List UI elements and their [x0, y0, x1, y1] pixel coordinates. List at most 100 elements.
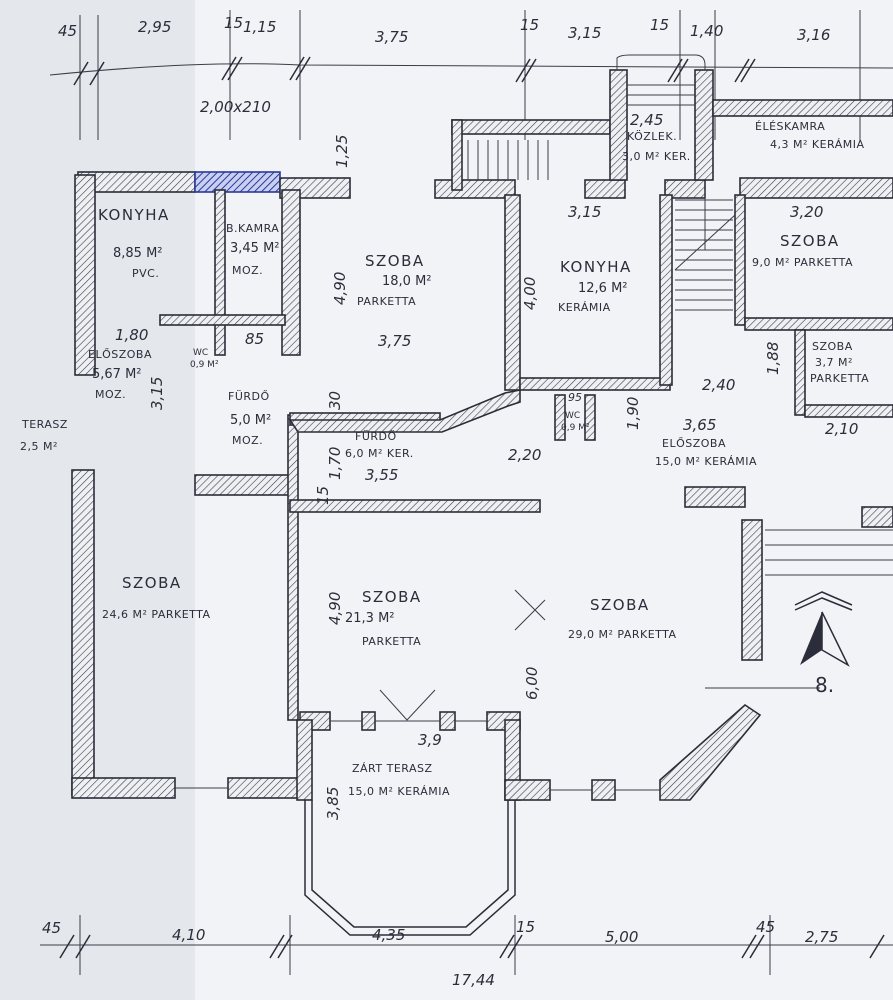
dimension-label: 4,35 [372, 926, 405, 944]
svg-text:2,20: 2,20 [508, 446, 541, 464]
dimension-label: 15 [520, 16, 539, 34]
svg-text:SZOBA: SZOBA [590, 596, 650, 614]
room-konyha-1: KONYHA 8,85 M² PVC. [98, 206, 168, 280]
svg-text:3,9: 3,9 [418, 731, 442, 749]
bottom-dimension-line [40, 915, 893, 975]
room-eloszoba-15: ELŐSZOBA 15,0 M² KERÁMIA [655, 436, 757, 468]
svg-text:9,0 M² PARKETTA: 9,0 M² PARKETTA [752, 256, 853, 269]
room-konyha-2: KONYHA 12,6 M² KERÁMIA [558, 258, 632, 314]
svg-text:15: 15 [314, 486, 332, 505]
svg-text:1,70: 1,70 [326, 447, 344, 480]
room-eleskamra: ÉLÉSKAMRA 4,3 M² KERÁMIA [755, 120, 865, 151]
dimension-label: 45 [756, 918, 775, 936]
svg-text:1,90: 1,90 [624, 397, 642, 430]
svg-text:4,3 M² KERÁMIA: 4,3 M² KERÁMIA [770, 138, 865, 151]
dimension-label: 3,15 [568, 24, 601, 42]
svg-text:0,9 M²: 0,9 M² [561, 423, 590, 433]
paper-fold-left [0, 0, 195, 1000]
room-zart-terasz: ZÁRT TERASZ 15,0 M² KERÁMIA [348, 762, 450, 798]
room-furdo-5: FÜRDŐ 5,0 M² MOZ. [228, 389, 271, 447]
svg-text:8,85 M²: 8,85 M² [113, 246, 163, 261]
svg-text:3,85: 3,85 [324, 787, 342, 820]
svg-text:SZOBA: SZOBA [365, 252, 425, 270]
svg-text:WC: WC [193, 348, 208, 358]
svg-text:ZÁRT TERASZ: ZÁRT TERASZ [352, 762, 433, 775]
svg-text:95: 95 [568, 391, 582, 404]
room-eloszoba-5-67: ELŐSZOBA 5,67 M² MOZ. [88, 347, 152, 401]
dimension-label: 4,10 [172, 926, 205, 944]
room-wc-1: WC 0,9 M² [190, 348, 219, 370]
svg-text:3,7 M²: 3,7 M² [815, 356, 853, 369]
svg-text:FÜRDŐ: FÜRDŐ [228, 389, 270, 403]
svg-text:3,15: 3,15 [148, 377, 166, 410]
dimension-label: 3,75 [375, 28, 408, 46]
door-opening-highlight [194, 171, 281, 193]
walls [71, 69, 893, 801]
svg-text:2,40: 2,40 [702, 376, 735, 394]
svg-text:0,9 M²: 0,9 M² [190, 360, 219, 370]
top-dimension-line [49, 10, 893, 140]
svg-text:ELŐSZOBA: ELŐSZOBA [662, 436, 726, 450]
staircase [467, 54, 893, 576]
svg-text:4,90: 4,90 [326, 592, 344, 625]
svg-text:ELŐSZOBA: ELŐSZOBA [88, 347, 152, 361]
svg-text:3,65: 3,65 [683, 416, 716, 434]
svg-text:PVC.: PVC. [132, 267, 159, 280]
svg-text:KONYHA: KONYHA [560, 258, 632, 276]
dimension-label: 3,16 [797, 26, 830, 44]
svg-text:SZOBA: SZOBA [780, 232, 840, 250]
svg-text:MOZ.: MOZ. [232, 434, 263, 447]
svg-text:SZOBA: SZOBA [362, 588, 422, 606]
svg-text:6,0 M² KER.: 6,0 M² KER. [345, 447, 414, 460]
svg-text:1,80: 1,80 [115, 326, 148, 344]
room-szoba-9: SZOBA 9,0 M² PARKETTA [752, 232, 853, 269]
svg-text:4,90: 4,90 [331, 272, 349, 305]
room-kamra: B.KAMRA 3,45 M² MOZ. [226, 222, 280, 277]
svg-text:5,67 M²: 5,67 M² [92, 367, 142, 382]
room-szoba-18: SZOBA 18,0 M² PARKETTA [357, 252, 432, 308]
svg-text:18,0 M²: 18,0 M² [382, 274, 432, 289]
svg-text:KERÁMIA: KERÁMIA [558, 301, 611, 314]
svg-text:SZOBA: SZOBA [812, 340, 853, 353]
dimension-label: 45 [42, 919, 61, 937]
svg-text:15,0 M² KERÁMIA: 15,0 M² KERÁMIA [655, 455, 757, 468]
dimension-label: 5,00 [605, 928, 638, 946]
svg-text:TERASZ: TERASZ [21, 418, 68, 431]
svg-text:1,25: 1,25 [333, 135, 351, 168]
svg-text:30: 30 [326, 391, 344, 410]
window-lines [175, 720, 660, 791]
room-furdo-6: FÜRDŐ 6,0 M² KER. [345, 429, 414, 460]
svg-text:WC: WC [565, 411, 580, 421]
svg-text:24,6 M² PARKETTA: 24,6 M² PARKETTA [102, 608, 211, 621]
north-arrow-icon [705, 591, 853, 689]
north-label: 8. [815, 673, 834, 697]
svg-text:4,00: 4,00 [521, 277, 539, 310]
svg-text:PARKETTA: PARKETTA [362, 635, 421, 648]
svg-text:3,75: 3,75 [378, 332, 411, 350]
dimension-label: 45 [58, 22, 77, 40]
dimension-label: 15 [650, 16, 669, 34]
room-wc-2: WC 0,9 M² [561, 411, 590, 433]
svg-text:3,0 M² KER.: 3,0 M² KER. [622, 150, 691, 163]
svg-text:29,0 M² PARKETTA: 29,0 M² PARKETTA [568, 628, 677, 641]
room-szoba-24-6: SZOBA 24,6 M² PARKETTA [102, 574, 211, 621]
dimension-label: 2,95 [138, 18, 171, 36]
svg-text:15,0 M² KERÁMIA: 15,0 M² KERÁMIA [348, 785, 450, 798]
svg-text:21,3 M²: 21,3 M² [345, 611, 395, 626]
room-szoba-21-3: SZOBA 21,3 M² PARKETTA [345, 588, 422, 648]
svg-text:85: 85 [245, 330, 264, 348]
dimension-label: 15 [224, 14, 243, 32]
svg-text:3,20: 3,20 [790, 203, 823, 221]
svg-text:MOZ.: MOZ. [95, 388, 126, 401]
total-width-label: 17,44 [452, 971, 495, 989]
svg-text:6,00: 6,00 [523, 667, 541, 700]
room-szoba-29: SZOBA 29,0 M² PARKETTA [568, 596, 677, 641]
door-swings [379, 589, 546, 721]
svg-text:MOZ.: MOZ. [232, 264, 263, 277]
svg-text:PARKETTA: PARKETTA [357, 295, 416, 308]
svg-text:3,15: 3,15 [568, 203, 601, 221]
svg-text:3,55: 3,55 [365, 466, 398, 484]
dimension-label: 1,15 [243, 18, 276, 36]
interior-dimensions: 1,25 4,90 4,00 3,15 30 1,70 4,90 6,00 3,… [115, 111, 858, 820]
